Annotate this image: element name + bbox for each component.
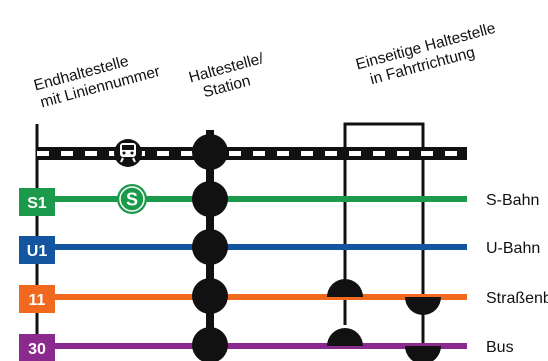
station-stops [192, 130, 228, 361]
train-icon [114, 139, 142, 167]
badge-bus: 30 [19, 334, 55, 361]
line-s1 [37, 196, 467, 202]
line-bus [37, 343, 467, 349]
line-tram [37, 294, 467, 300]
one-sided-stops [327, 279, 441, 361]
header-one-sided: Einseitige Haltestelle in Fahrtrichtung [354, 20, 497, 88]
label-u1: U-Bahn [486, 240, 540, 257]
one-sided-stop-tram-upper [327, 279, 363, 297]
s-bahn-logo-circle [117, 184, 147, 214]
one-sided-stop-bus-upper [327, 328, 363, 346]
label-bus: Bus [486, 339, 514, 356]
badge-s1-bg [19, 188, 55, 216]
one-sided-stop-tram-lower [405, 297, 441, 315]
badge-u1-bg [19, 236, 55, 264]
badge-s1: S1 [19, 188, 55, 216]
one-sided-bracket [343, 122, 425, 361]
label-s1: S-Bahn [486, 192, 539, 209]
railway-base [37, 147, 467, 160]
s-bahn-logo-icon: S [117, 184, 147, 214]
one-sided-stop-bus-lower [405, 346, 441, 361]
badge-u1-text: U1 [27, 243, 48, 260]
badge-tram: 11 [19, 285, 55, 313]
badge-bus-bg [19, 334, 55, 361]
line-u1 [37, 244, 467, 250]
header-terminus: Endhaltestelle mit Liniennummer [32, 53, 162, 111]
label-tram: Straßenbahn [486, 290, 548, 307]
header-station: Haltestelle/ Station [187, 50, 266, 101]
railway-line [37, 147, 467, 160]
badge-u1: U1 [19, 236, 55, 264]
badge-s1-text: S1 [27, 195, 47, 212]
s-bahn-logo-letter: S [126, 190, 138, 210]
station-connector [206, 130, 214, 361]
badge-tram-text: 11 [29, 292, 46, 309]
badge-bus-text: 30 [28, 341, 46, 358]
badge-tram-bg [19, 285, 55, 313]
